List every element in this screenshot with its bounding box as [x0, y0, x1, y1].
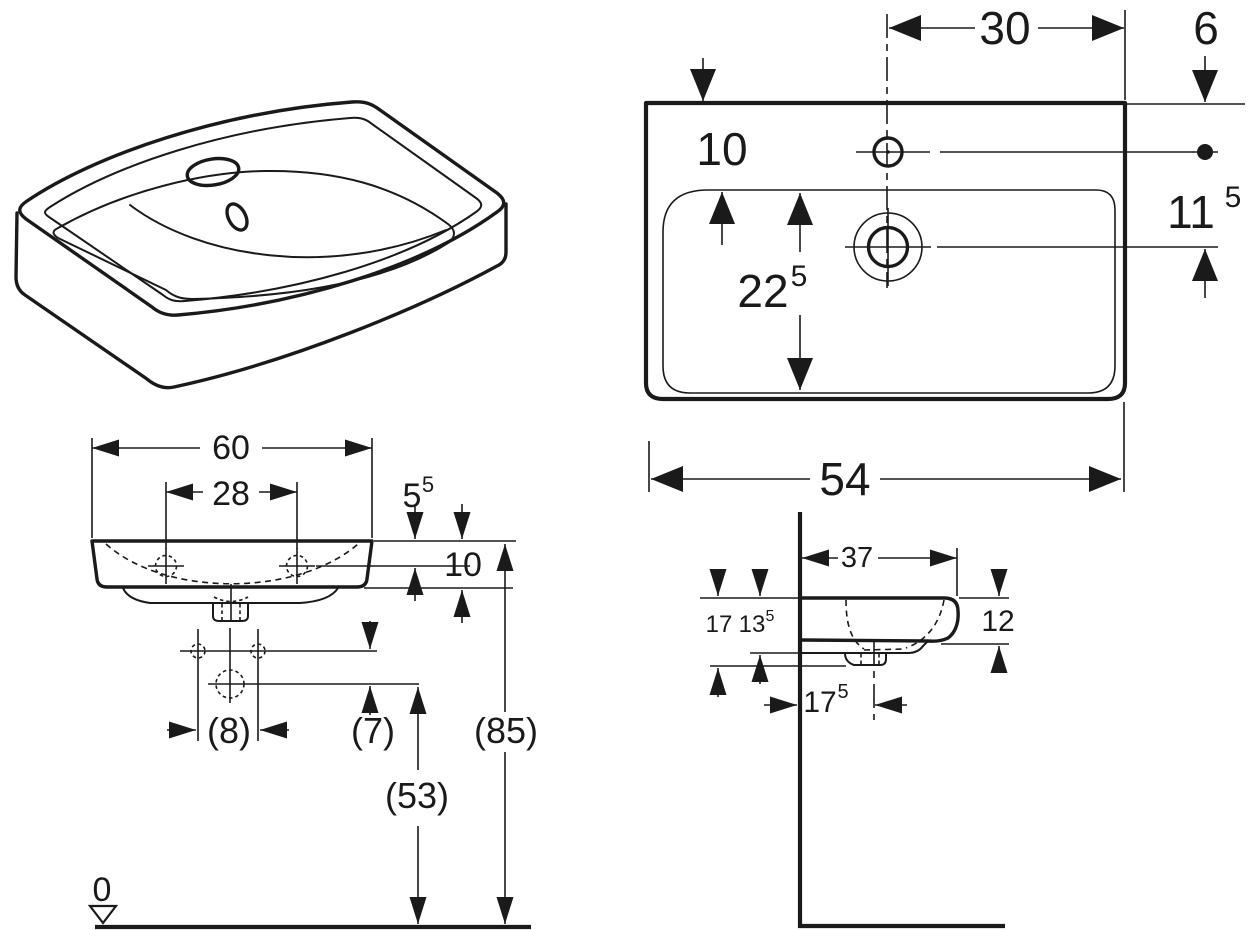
drain-crosshair — [845, 208, 931, 286]
datum-triangle — [87, 904, 119, 925]
dim-top-tap-to-drain-sup: 5 — [1225, 181, 1242, 214]
bowl-opening — [52, 169, 455, 300]
basin-body-silhouette — [14, 202, 508, 390]
front-base — [122, 587, 339, 604]
top-view-dimensions — [648, 10, 1245, 492]
dim-front-rim-to-holes-sup: 5 — [422, 472, 434, 497]
front-view-dimensions — [91, 438, 516, 924]
dim-side-wall-to-trap-sup: 5 — [837, 681, 848, 703]
top-view: 30 6 10 11 5 22 5 54 — [643, 2, 1245, 505]
dim-front-lower-hole-spacing: (8) — [207, 710, 251, 751]
side-drain-dashes — [860, 654, 880, 665]
dim-top-bowl-length: 22 — [737, 265, 788, 317]
front-bowl-dashed — [105, 543, 359, 585]
top-view-outline — [643, 100, 1128, 402]
basin-rim-outline — [18, 100, 506, 317]
side-apron — [801, 640, 929, 654]
side-view-dimensions — [700, 548, 1009, 714]
dim-side-rim-to-apron: 13 — [739, 611, 766, 638]
dim-front-trap-height: (53) — [385, 775, 449, 816]
dim-top-rim-to-bowl: 10 — [696, 123, 747, 175]
fixing-hole-right — [250, 629, 266, 741]
side-bowl-dashed — [845, 599, 945, 651]
side-view: 37 17 13 5 12 17 5 — [700, 512, 1015, 929]
bowl-interior-curve — [129, 204, 447, 259]
fixing-hole-left — [190, 629, 206, 741]
tap-hole — [185, 156, 241, 188]
dim-front-overall-width: 60 — [212, 429, 250, 467]
dim-side-overall-depth: 37 — [841, 542, 873, 574]
dim-front-rim-to-underside: 10 — [444, 546, 482, 584]
overflow-hole — [225, 202, 249, 232]
front-view: 60 28 5 5 10 (8) (7) (53) (85) 0 — [87, 429, 538, 930]
dim-front-holes-to-trap: (7) — [351, 710, 395, 751]
front-view-labels: 60 28 5 5 10 (8) (7) (53) (85) 0 — [93, 429, 538, 909]
dim-top-overall-width: 54 — [819, 453, 870, 505]
dim-front-rim-to-holes: 5 — [403, 477, 422, 515]
top-view-bowl — [662, 189, 1116, 394]
dim-side-rim-to-apron-sup: 5 — [766, 608, 775, 625]
dim-side-rim-to-trap-bottom: 17 — [706, 611, 733, 638]
front-centerline — [229, 584, 232, 703]
dim-top-tap-to-drain: 11 — [1167, 186, 1215, 238]
dim-front-rim-height: (85) — [474, 710, 538, 751]
mounting-hole-left — [148, 548, 184, 584]
dim-side-front-edge-height: 12 — [981, 605, 1014, 638]
dim-top-bowl-length-sup: 5 — [791, 260, 808, 293]
dim-front-hole-spacing: 28 — [212, 475, 250, 513]
side-view-labels: 37 17 13 5 12 17 5 — [706, 542, 1015, 719]
dim-top-tap-to-edge: 30 — [979, 2, 1030, 54]
dim-top-edge-gap: 6 — [1193, 2, 1219, 54]
front-drain-dashes — [213, 596, 249, 620]
datum-zero-label: 0 — [93, 871, 112, 909]
perspective-view — [14, 100, 508, 390]
front-body-outline — [90, 539, 374, 589]
basin-inner-rim — [44, 116, 483, 303]
dim-side-wall-to-trap: 17 — [803, 686, 836, 719]
mounting-hole-right — [279, 548, 315, 584]
side-drain-boss — [844, 652, 887, 666]
top-view-labels: 30 6 10 11 5 22 5 54 — [696, 2, 1241, 505]
side-body-outline — [800, 596, 960, 643]
